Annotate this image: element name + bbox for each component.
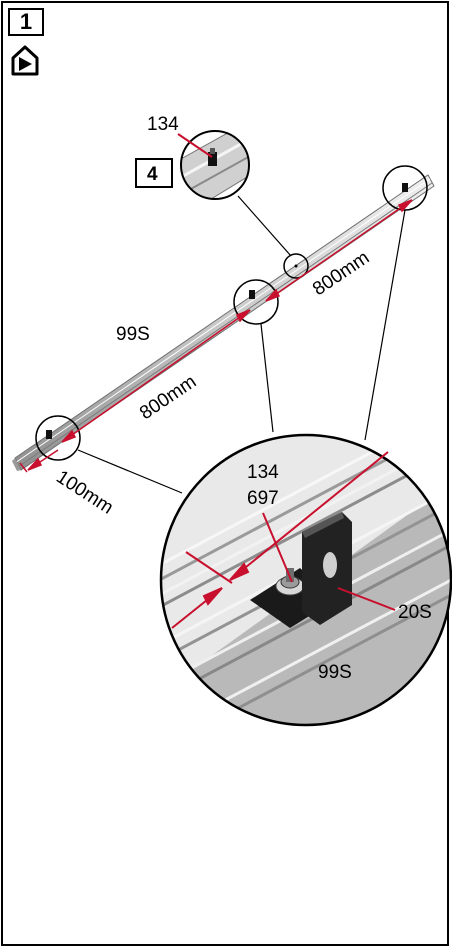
detail-circle-center — [283, 253, 309, 279]
label-134-top: 134 — [147, 114, 179, 135]
home-arrow-icon — [11, 45, 39, 76]
reference-box-number: 4 — [147, 164, 158, 185]
step-number: 1 — [8, 8, 44, 36]
label-134-detail: 134 — [247, 462, 279, 483]
label-dim-100: 100mm — [52, 467, 117, 519]
rail-profile — [12, 174, 435, 471]
top-detail — [180, 130, 250, 200]
dimension-800-right — [265, 199, 413, 302]
leader-lines — [77, 195, 406, 494]
rail-bolt — [249, 290, 255, 299]
detail-circle-middle — [233, 279, 279, 325]
detail-circle-left — [35, 415, 81, 461]
leader-134-top — [177, 133, 213, 158]
dimension-100 — [19, 449, 59, 473]
reference-box — [135, 158, 173, 188]
big-detail — [159, 433, 452, 727]
label-99s-detail: 99S — [318, 662, 352, 683]
label-20s-detail: 20S — [398, 602, 432, 623]
label-99s-rail: 99S — [116, 324, 150, 345]
rail-bolt — [402, 183, 408, 192]
rail-bolt — [46, 430, 52, 439]
detail-dimension-lines — [171, 451, 389, 629]
leader-134-697 — [262, 512, 293, 583]
dimension-800-left — [61, 309, 251, 443]
label-697-detail: 697 — [247, 488, 279, 509]
leader-20s — [337, 587, 396, 611]
